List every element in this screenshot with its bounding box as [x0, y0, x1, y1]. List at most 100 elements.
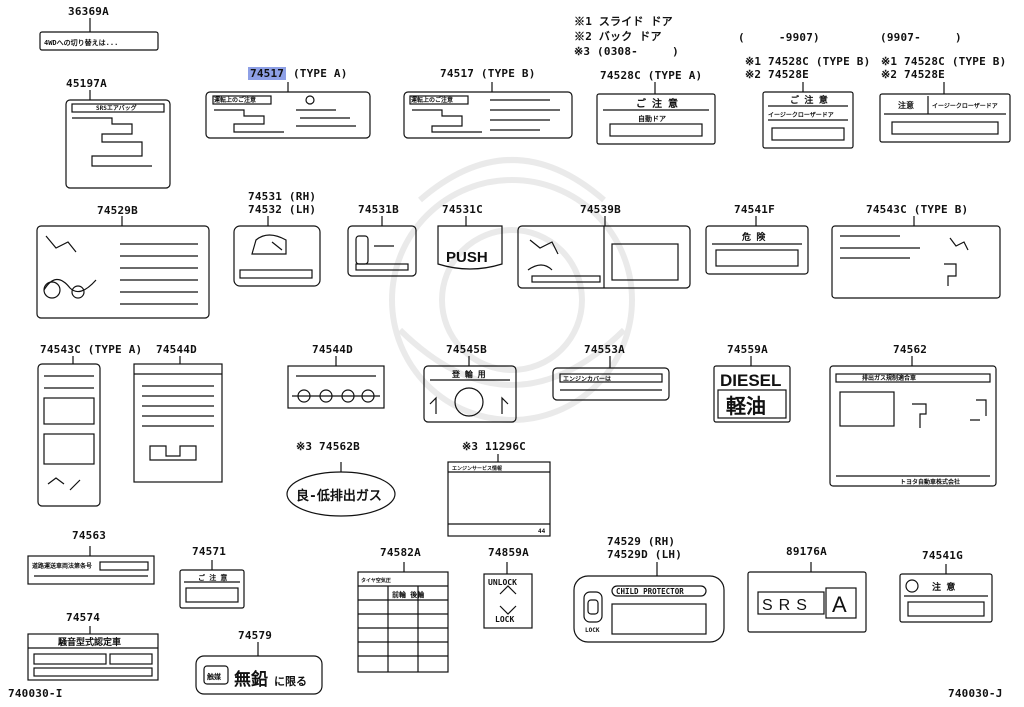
- part-74579-tag-text: 触媒: [206, 672, 222, 681]
- part-number-74574: 74574: [66, 611, 101, 624]
- part-74528c-b2-label-shape: [879, 82, 1011, 143]
- part-number-74531b: 74531B: [358, 203, 399, 216]
- part-number-74544d-2: 74544D: [312, 343, 353, 356]
- part-74579-kagiru-text: に限る: [274, 674, 307, 688]
- part-74528c-a-inner-title: ご 注 意: [636, 97, 678, 110]
- part-74528c-a-inner-sub: 自動ドア: [638, 114, 666, 123]
- part-number-74529b: 74529B: [97, 204, 138, 217]
- part-number-74543c-a: 74543C (TYPE A): [40, 343, 143, 356]
- part-74579-label-shape: [195, 642, 323, 695]
- part-74531c-label-shape: [437, 216, 503, 270]
- note-1: ※1 スライド ドア: [574, 15, 673, 28]
- part-number-74541f: 74541F: [734, 203, 775, 216]
- part-number-74543c-b: 74543C (TYPE B): [866, 203, 969, 216]
- part-36369a-label-shape: [39, 18, 159, 51]
- part-number-74528c-a: 74528C (TYPE A): [600, 69, 703, 82]
- part-74528c-b1-inner-title: ご 注 意: [790, 94, 828, 106]
- part-74571-inner-text: ご 注 意: [198, 573, 227, 582]
- part-number-74528e-b2: ※2 74528E: [881, 68, 945, 81]
- part-number-74582a: 74582A: [380, 546, 421, 559]
- part-number-74532-lh: 74532 (LH): [248, 203, 317, 216]
- part-74559a-keiyu-text: 軽油: [726, 394, 766, 418]
- part-74543c-a-label-shape: [37, 356, 101, 507]
- part-number-74529d-lh: 74529D (LH): [607, 548, 683, 561]
- part-36369a-inner-text: 4WDへの切り替えは...: [44, 38, 118, 47]
- part-74559a-label-shape: [713, 356, 791, 423]
- date-range-left: ( -9907): [738, 31, 820, 44]
- part-74529-label-shape: [573, 562, 725, 643]
- part-74529b-label-shape: [36, 216, 210, 319]
- part-74582a-inner-title: タイヤ空気圧: [361, 577, 391, 584]
- part-74543c-b-label-shape: [831, 216, 1001, 299]
- part-number-74529-rh: 74529 (RH): [607, 535, 676, 548]
- part-74563-inner-text: 道路運送車両法第条号: [32, 562, 92, 570]
- part-number-89176a: 89176A: [786, 545, 827, 558]
- part-74528c-b1-label-shape: [762, 82, 854, 149]
- part-74541g-inner-text: 注 意: [932, 581, 955, 593]
- part-number-74517a-highlight[interactable]: 74517: [248, 67, 287, 80]
- part-74531-label-shape: [233, 216, 321, 287]
- date-range-right: (9907- ): [880, 31, 962, 44]
- part-74859a-lock-text: LOCK: [495, 615, 514, 624]
- part-74562-label-shape: [829, 356, 997, 487]
- part-74545b-label-shape: [423, 356, 517, 423]
- part-11296c-label-shape: [447, 454, 551, 537]
- part-number-45197a: 45197A: [66, 77, 107, 90]
- part-11296c-inner-title: エンジンサービス情報: [452, 465, 503, 472]
- part-number-74579: 74579: [238, 629, 273, 642]
- part-number-74517a: 74517 (TYPE A): [248, 67, 348, 80]
- part-74582a-label-shape: [357, 562, 449, 673]
- part-number-74531-rh: 74531 (RH): [248, 190, 317, 203]
- part-number-74541g: 74541G: [922, 549, 963, 562]
- part-74517a-inner-text: 運転上のご注意: [214, 96, 256, 104]
- part-74528c-b2-inner-sub: イージークローザードア: [932, 102, 998, 110]
- part-45197a-inner-text: SRSエアバッグ: [96, 104, 137, 112]
- part-number-74562: 74562: [893, 343, 928, 356]
- part-74582a-inner-sub: 前輪 後輪: [392, 590, 425, 599]
- part-74517b-inner-text: 運転上のご注意: [411, 96, 453, 104]
- part-number-11296c: ※3 11296C: [462, 440, 526, 453]
- watermark-logo: [389, 157, 635, 423]
- part-74579-muen-text: 無鉛: [234, 669, 268, 690]
- part-74541f-label-shape: [705, 216, 809, 275]
- part-74562b-inner-text: 良-低排出ガス: [296, 488, 382, 504]
- part-89176a-label-shape: [747, 562, 867, 633]
- part-74553a-label-shape: [552, 356, 670, 401]
- part-74562b-label-shape: [286, 462, 396, 517]
- part-74563-label-shape: [27, 546, 155, 585]
- part-74545b-inner-text: 登 輪 用: [451, 369, 486, 379]
- part-11296c-inner-sub: 44: [538, 528, 546, 535]
- part-74544d-2-label-shape: [287, 356, 385, 409]
- note-2: ※2 バック ドア: [574, 30, 662, 43]
- part-74553a-inner-text: エンジンカバーは: [563, 375, 611, 383]
- part-number-74528e-b1: ※2 74528E: [745, 68, 809, 81]
- part-number-74545b: 74545B: [446, 343, 487, 356]
- part-74529-lock-text: LOCK: [585, 627, 600, 634]
- part-74859a-unlock-text: UNLOCK: [488, 578, 517, 587]
- part-74562-inner-title: 排出ガス規制適合車: [862, 374, 916, 382]
- figure-id-right: 740030-J: [948, 687, 1003, 700]
- part-74531c-push-text: PUSH: [446, 249, 488, 266]
- part-number-74517a-suffix: (TYPE A): [292, 67, 348, 80]
- part-number-74559a: 74559A: [727, 343, 768, 356]
- part-number-74553a: 74553A: [584, 343, 625, 356]
- part-74559a-diesel-text: DIESEL: [720, 371, 781, 390]
- part-74571-label-shape: [179, 560, 245, 609]
- part-74539b-label-shape: [517, 216, 691, 289]
- part-74517b-label-shape: [403, 82, 573, 139]
- part-74544d-1-label-shape: [133, 356, 223, 483]
- part-number-74544d-1: 74544D: [156, 343, 197, 356]
- part-74859a-label-shape: [483, 562, 533, 629]
- part-number-36369a: 36369A: [68, 5, 109, 18]
- part-number-74563: 74563: [72, 529, 107, 542]
- part-number-74859a: 74859A: [488, 546, 529, 559]
- part-number-74528c-b1: ※1 74528C (TYPE B): [745, 55, 871, 68]
- part-74528c-b1-inner-sub: イージークローザードア: [768, 111, 834, 119]
- part-number-74531c: 74531C: [442, 203, 483, 216]
- part-number-74528c-b2: ※1 74528C (TYPE B): [881, 55, 1007, 68]
- part-number-74562b: ※3 74562B: [296, 440, 360, 453]
- part-74562-inner-sub: トヨタ自動車株式会社: [900, 478, 960, 486]
- part-74531b-label-shape: [347, 216, 417, 277]
- part-74541g-label-shape: [899, 564, 993, 623]
- note-3: ※3 (0308- ): [574, 45, 679, 58]
